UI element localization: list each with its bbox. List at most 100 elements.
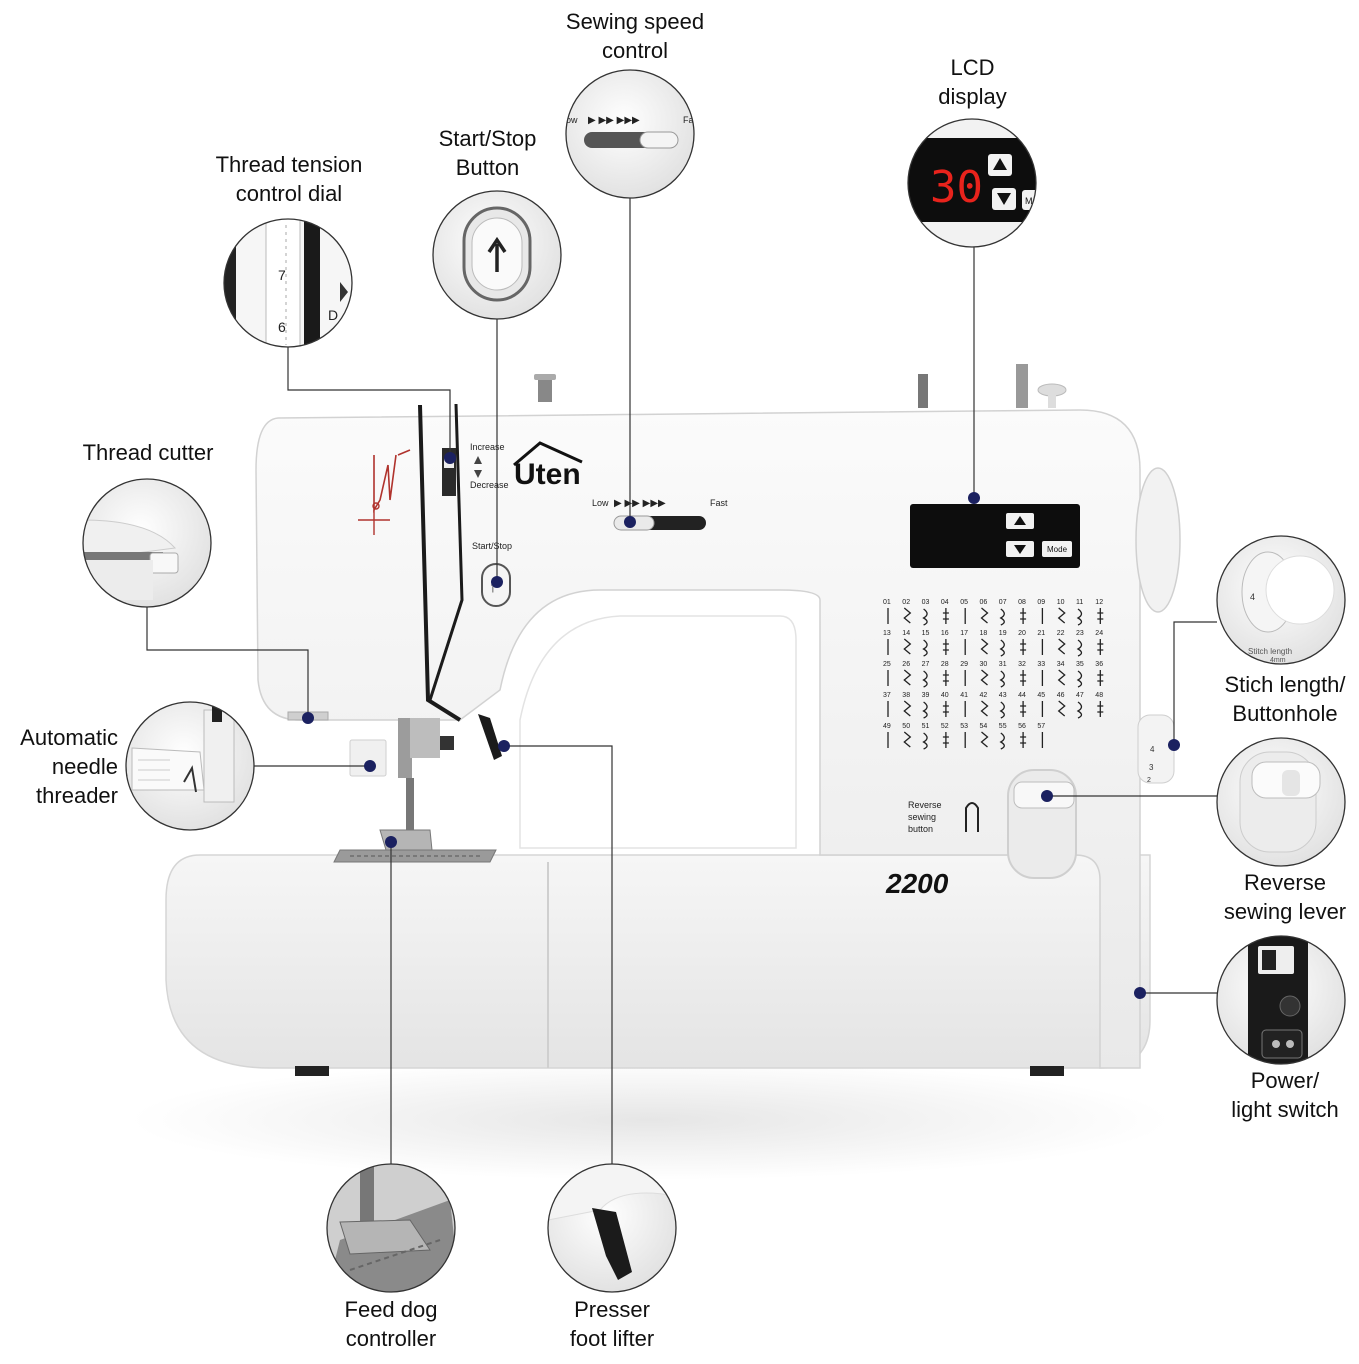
stitch-number: 40	[941, 692, 949, 699]
stitch-number: 38	[902, 692, 910, 699]
stitch-number: 50	[902, 723, 910, 730]
stitch-glyph	[942, 732, 949, 748]
label-power-line1: Power/	[1250, 1068, 1320, 1093]
stitch-number: 18	[980, 630, 988, 637]
stitch-glyph	[1076, 670, 1083, 688]
label-start-stop-line2: Button	[455, 155, 520, 180]
stitch-glyph	[1020, 639, 1027, 655]
stitch-number: 27	[922, 661, 930, 668]
lcd-mode-label: Mode	[1047, 545, 1068, 554]
stitch-number: 26	[902, 661, 910, 668]
zoom-speed-low: ow	[566, 115, 578, 125]
stitch-glyph	[999, 732, 1005, 750]
label-start-stop: Start/Stop Button	[415, 124, 560, 182]
stitch-glyph	[1076, 639, 1083, 657]
brand-name: Uten	[514, 458, 581, 491]
stitch-glyph	[1097, 701, 1104, 717]
zoom-power-switch	[1216, 935, 1346, 1065]
stitch-glyph	[1057, 607, 1066, 624]
zoom-lcd-mode: Mo	[1025, 196, 1038, 206]
stitch-number: 29	[960, 661, 968, 668]
stitch-glyph	[1097, 670, 1104, 686]
stitch-number: 53	[960, 723, 968, 730]
stitch-dial-3: 3	[1149, 763, 1154, 772]
label-feed-dog-line1: Feed dog	[344, 1297, 438, 1322]
zoom-speed-control: ow ▶ ▶▶ ▶▶▶ Fa	[565, 69, 695, 199]
lcd-digits: 30	[930, 162, 983, 213]
stitch-glyph	[1097, 639, 1104, 655]
stitch-number: 13	[883, 630, 891, 637]
label-feed-dog: Feed dog controller	[316, 1295, 466, 1353]
stitch-glyph	[922, 670, 928, 688]
tension-6: 6	[278, 319, 286, 335]
stitch-glyph	[942, 608, 949, 624]
stitch-number: 19	[999, 630, 1007, 637]
increase-label: Increase	[470, 442, 505, 452]
tension-7: 7	[278, 267, 286, 283]
speed-arrows-1: ▶ ▶▶ ▶▶▶	[614, 498, 666, 509]
stitch-glyph	[903, 607, 912, 624]
stitch-number: 01	[883, 599, 891, 606]
label-sewing-speed-line2: control	[601, 38, 669, 63]
stitch-number: 46	[1057, 692, 1065, 699]
label-thread-tension: Thread tension control dial	[195, 150, 383, 208]
stitch-glyph	[922, 732, 928, 750]
stitch-number: 55	[999, 723, 1007, 730]
stitch-number: 36	[1095, 661, 1103, 668]
stitch-number: 45	[1037, 692, 1045, 699]
start-stop-label: Start/Stop	[472, 541, 512, 551]
stitch-number: 48	[1095, 692, 1103, 699]
dot-start-stop	[491, 576, 503, 588]
label-tension-line2: control dial	[235, 181, 343, 206]
stitch-dial-4: 4	[1150, 745, 1155, 754]
stitch-glyph	[980, 731, 989, 748]
speed-low-label: Low	[592, 498, 609, 508]
callout-dots	[302, 452, 1180, 999]
stitch-number: 12	[1095, 599, 1103, 606]
zoom-stitch-length: 4 Stitch length 4mm	[1216, 535, 1346, 665]
zoom-presser-foot	[547, 1163, 677, 1293]
dot-tension	[444, 452, 456, 464]
zoom-lcd-display: 30 Mo	[907, 118, 1038, 248]
zoom-speed-fast: Fa	[683, 115, 694, 125]
stitch-glyph	[999, 670, 1005, 688]
stitch-number: 31	[999, 661, 1007, 668]
tension-d: D	[328, 307, 338, 323]
stitch-glyph	[942, 701, 949, 717]
stitch-glyph	[1097, 608, 1104, 624]
zoom-needle-threader	[125, 701, 255, 831]
model-number: 2200	[885, 868, 949, 899]
stitch-number: 39	[922, 692, 930, 699]
stitch-number: 51	[922, 723, 930, 730]
stitch-glyph	[999, 701, 1005, 719]
stitch-number: 22	[1057, 630, 1065, 637]
stitch-number: 14	[902, 630, 910, 637]
label-feed-dog-line2: controller	[345, 1326, 437, 1351]
label-reverse-lever: Reverse sewing lever	[1205, 868, 1359, 926]
stitch-glyph	[980, 607, 989, 624]
svg-text:4: 4	[1250, 592, 1255, 602]
stitch-dial-2: 2	[1147, 777, 1151, 784]
zoom-thread-cutter	[82, 478, 212, 608]
reverse-button-label-2: sewing	[908, 812, 936, 822]
stitch-glyph	[922, 701, 928, 719]
brand-logo: Uten	[513, 441, 583, 491]
stitch-glyph	[1057, 638, 1066, 655]
stitch-number: 54	[980, 723, 988, 730]
dot-lcd	[968, 492, 980, 504]
label-power-line2: light switch	[1231, 1097, 1339, 1122]
stitch-number: 33	[1037, 661, 1045, 668]
label-presser-foot: Presser foot lifter	[537, 1295, 687, 1353]
stitch-glyph	[1076, 608, 1083, 626]
label-reverse-line2: sewing lever	[1223, 899, 1347, 924]
dot-presser	[498, 740, 510, 752]
stitch-number: 30	[980, 661, 988, 668]
stitch-glyph	[980, 700, 989, 717]
label-lcd-line2: display	[938, 84, 1007, 109]
lcd-mode-button[interactable]	[1042, 541, 1072, 557]
stitch-glyph	[1076, 701, 1083, 719]
label-tension-line1: Thread tension	[215, 152, 363, 177]
reverse-icon	[965, 802, 979, 832]
label-threader-line3: threader	[36, 783, 118, 808]
